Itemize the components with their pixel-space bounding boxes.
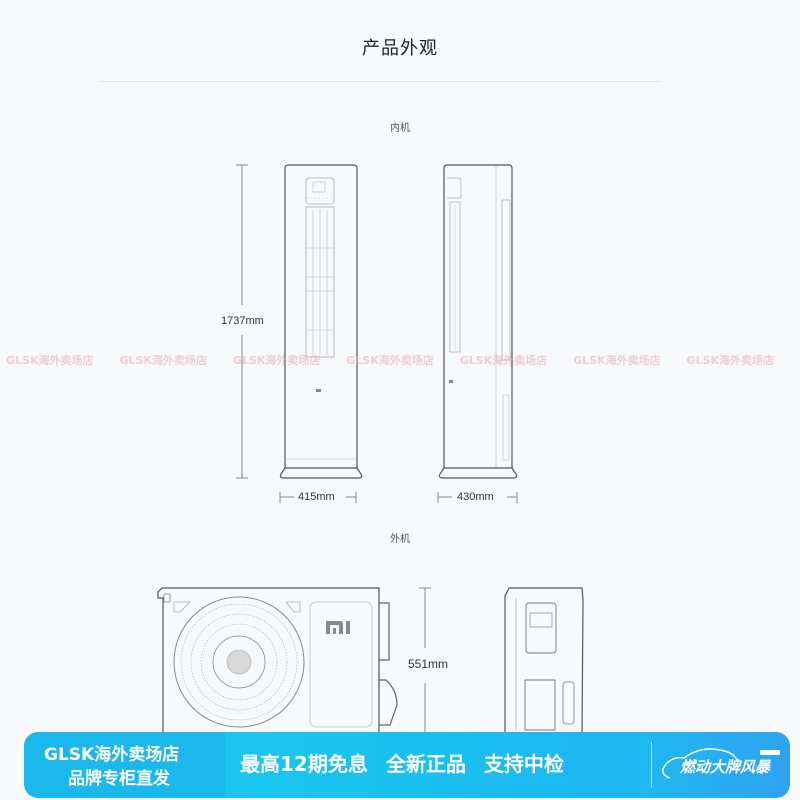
watermark-row: GLSK海外卖场店 GLSK海外卖场店 GLSK海外卖场店 GLSK海外卖场店 …	[0, 352, 800, 370]
title-divider	[100, 81, 660, 82]
banner-campaign-title: 燃动大牌风暴	[680, 758, 771, 776]
banner-store-tagline: 品牌专柜直发	[68, 769, 170, 789]
watermark-text: GLSK海外卖场店	[346, 354, 434, 367]
banner-store-name: GLSK海外卖场店	[44, 745, 180, 765]
outdoor-height-dimension: 551mm	[408, 657, 449, 671]
promo-banner[interactable]: GLSK海外卖场店 品牌专柜直发 最高12期免息 全新正品 支持中检 燃动大牌风…	[0, 728, 800, 800]
banner-slogan: 支持中检	[483, 752, 564, 776]
watermark-text: GLSK海外卖场店	[573, 354, 661, 367]
banner-slogans: 最高12期免息 全新正品 支持中检	[240, 748, 564, 777]
banner-separator	[651, 742, 652, 788]
banner-store-block	[24, 732, 264, 798]
banner-slogan: 最高12期免息	[240, 752, 368, 776]
page-title: 产品外观	[362, 38, 438, 59]
outdoor-unit-label: 外机	[390, 534, 410, 545]
watermark-text: GLSK海外卖场店	[119, 354, 207, 367]
mi-logo-icon	[326, 621, 350, 634]
campaign-badge	[760, 750, 780, 755]
indoor-front-width-dimension: 415mm	[298, 491, 335, 503]
watermark-text: GLSK海外卖场店	[686, 354, 775, 367]
banner-slogan: 全新正品	[385, 752, 466, 776]
indoor-unit-label: 内机	[390, 123, 410, 134]
watermark-text: GLSK海外卖场店	[6, 354, 94, 367]
campaign-car-icon	[662, 748, 739, 779]
banner-main-block	[225, 732, 665, 798]
indoor-height-dimension: 1737mm	[221, 315, 264, 327]
watermark-text: GLSK海外卖场店	[232, 354, 321, 367]
indoor-side-depth-dimension: 430mm	[457, 491, 494, 503]
watermark-text: GLSK海外卖场店	[459, 354, 548, 367]
